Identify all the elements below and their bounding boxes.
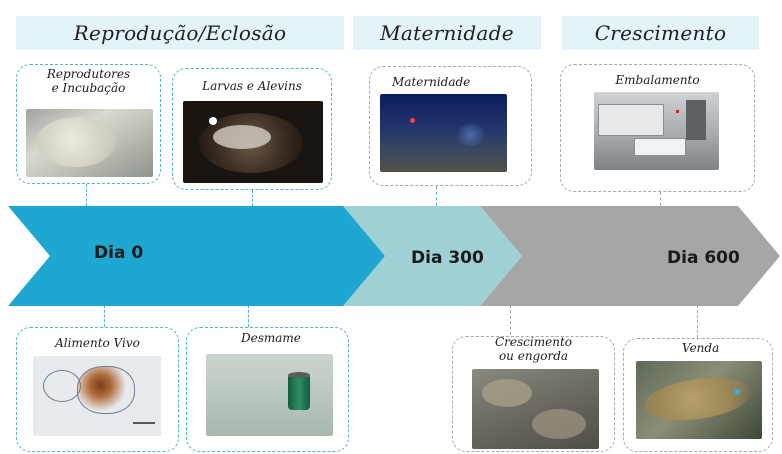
card-reprodutores: Reprodutores e Incubação — [16, 64, 161, 184]
photo-reprodutores — [26, 109, 153, 177]
phase-reproducao-label: Reprodução/Eclosão — [73, 21, 287, 45]
card-maternidade-label: Maternidade — [392, 75, 471, 89]
photo-desmame — [206, 354, 333, 436]
phase-reproducao-header: Reprodução/Eclosão — [16, 16, 344, 50]
card-desmame-label: Desmame — [241, 331, 301, 345]
photo-venda — [636, 361, 762, 439]
card-embalamento-label: Embalamento — [615, 73, 700, 87]
card-venda-label: Venda — [682, 341, 720, 355]
day-0-label: Dia 0 — [94, 243, 144, 263]
connector-reprodutores — [86, 184, 87, 206]
chevron-gray — [480, 206, 780, 306]
card-larvas: Larvas e Alevins — [172, 68, 332, 190]
photo-larvas — [183, 101, 323, 183]
connector-maternidade — [436, 186, 437, 206]
phase-maternidade-label: Maternidade — [380, 21, 514, 45]
photo-embalamento — [594, 92, 719, 170]
card-embalamento: Embalamento — [560, 64, 755, 192]
card-desmame: Desmame — [186, 327, 349, 452]
chevron-blue — [8, 206, 385, 306]
phase-maternidade-header: Maternidade — [353, 16, 541, 50]
connector-desmame — [248, 305, 249, 327]
photo-alimento — [33, 356, 161, 436]
connector-venda — [697, 305, 698, 338]
day-300-label: Dia 300 — [411, 248, 484, 268]
phase-crescimento-label: Crescimento — [594, 21, 727, 45]
photo-maternidade — [380, 94, 507, 172]
connector-engorda — [510, 305, 511, 335]
chevron-teal — [343, 206, 522, 306]
card-alimento-label: Alimento Vivo — [55, 336, 140, 350]
card-venda: Venda — [623, 338, 773, 452]
card-reprodutores-label: Reprodutores e Incubação — [46, 67, 131, 95]
connector-larvas — [252, 190, 253, 206]
photo-engorda — [472, 369, 599, 449]
card-larvas-label: Larvas e Alevins — [202, 79, 302, 93]
card-engorda-label: Crescimento ou engorda — [495, 335, 572, 363]
card-engorda: Crescimento ou engorda — [452, 335, 615, 452]
card-alimento: Alimento Vivo — [16, 327, 179, 452]
phase-crescimento-header: Crescimento — [562, 16, 759, 50]
card-maternidade: Maternidade — [369, 66, 532, 186]
connector-embalamento — [660, 192, 661, 206]
day-600-label: Dia 600 — [667, 248, 740, 268]
connector-alimento — [104, 305, 105, 327]
